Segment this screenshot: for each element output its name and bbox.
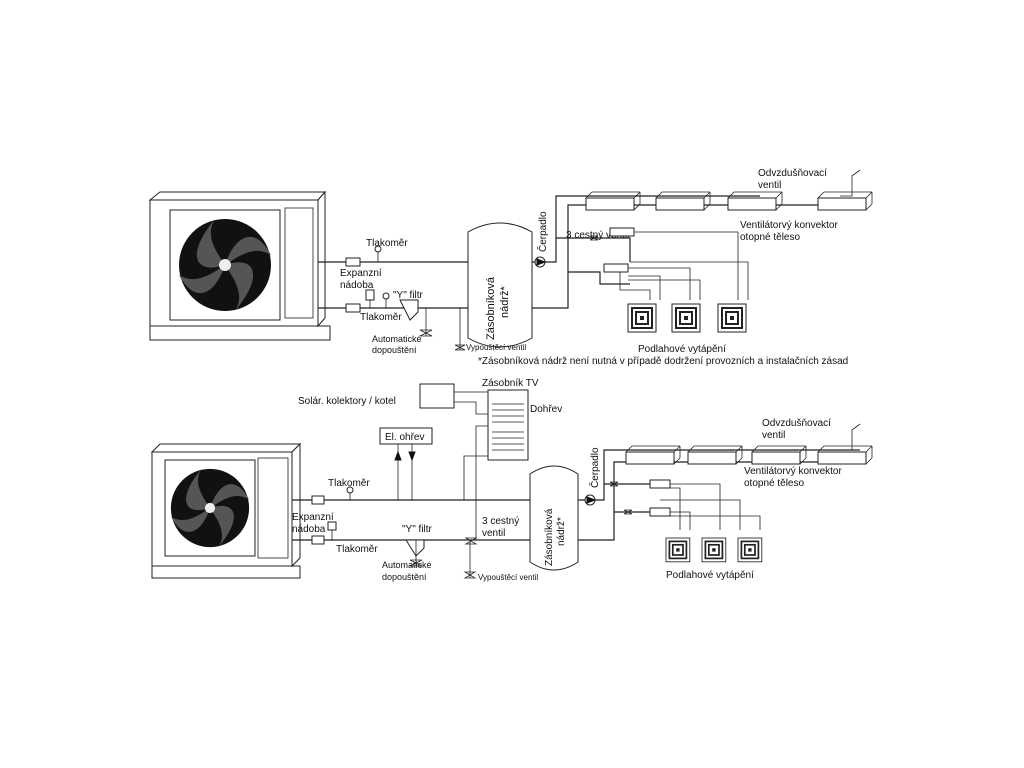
top-floor-panel-1: [627, 303, 657, 333]
top-three-way-valve-icon: [589, 235, 599, 241]
top-fancoil-1: [585, 191, 641, 211]
bottom-fill-valve-icon: [409, 559, 423, 567]
top-fancoil-2: [655, 191, 711, 211]
top-buffer-tank: Zásobníková nádrž*: [467, 222, 533, 348]
top-label-nadoba: nádoba: [340, 280, 374, 291]
bottom-fancoil-4: [817, 445, 873, 465]
bottom-floor-panel-1: [665, 537, 691, 563]
top-system: Tlakoměr Expanzní nádoba "Y" filtr Tlako…: [148, 168, 873, 367]
bottom-fancoil-2: [687, 445, 743, 465]
top-label-automaticke: Automatické: [372, 334, 422, 344]
bottom-solar-box: [419, 383, 455, 409]
top-label-ventilatorovy: Ventilátorvý konvektor: [740, 220, 838, 231]
top-tank-label-1: Zásobníková: [485, 276, 497, 340]
top-label-vypousteci: Vypouštěcí ventil: [466, 343, 526, 352]
top-y-filter-icon: [399, 299, 419, 321]
bottom-tank-label-1: Zásobníková: [544, 508, 555, 566]
bottom-floor-panel-2: [701, 537, 727, 563]
top-fancoil-4: [817, 191, 873, 211]
bottom-label-solar: Solár. kolektory / kotel: [298, 396, 396, 407]
top-label-tlakomer-1: Tlakoměr: [366, 238, 408, 249]
top-fan-icon: [179, 219, 271, 311]
bottom-label-tlakomer-2: Tlakoměr: [336, 544, 378, 555]
bottom-label-three-way-1: 3 cestný: [482, 516, 519, 527]
bottom-fancoil-3: [751, 445, 807, 465]
top-label-tlakomer-2: Tlakoměr: [360, 312, 402, 323]
top-floor-panel-3: [717, 303, 747, 333]
top-label-otopne: otopné těleso: [740, 232, 800, 243]
bottom-label-ventil: ventil: [762, 430, 785, 441]
bottom-el-ohrev-box: [379, 427, 433, 445]
bottom-label-three-way-2: ventil: [482, 528, 505, 539]
bottom-heat-pump-unit: [150, 442, 302, 579]
top-label-y-filtr: "Y" filtr: [393, 290, 424, 301]
bottom-label-otopne: otopné těleso: [744, 478, 804, 489]
bottom-buffer-tank: Zásobníková nádrž*: [529, 465, 579, 571]
bottom-system: Tlakoměr Expanzní nádoba Tlakoměr "Y" fi…: [150, 378, 873, 582]
top-tank-label-2: nádrž*: [499, 285, 511, 318]
bottom-label-vypousteci: Vypouštěcí ventil: [478, 573, 538, 582]
bottom-label-tlakomer-1: Tlakoměr: [328, 478, 370, 489]
top-label-expanzni: Expanzní: [340, 268, 382, 279]
bottom-y-filter-icon: [405, 539, 425, 557]
top-label-dopousteni: dopouštění: [372, 345, 417, 355]
bottom-label-ventilatorovy: Ventilátorvý konvektor: [744, 466, 842, 477]
bottom-label-cerpadlo: Čerpadlo: [588, 447, 601, 488]
top-fill-valve-icon: [419, 329, 433, 337]
bottom-floor-panel-3: [737, 537, 763, 563]
top-label-odvzdusnovaci: Odvzdušňovací: [758, 168, 827, 179]
bottom-label-automaticke: Automatické: [382, 560, 432, 570]
top-note: *Zásobníková nádrž není nutná v případě …: [478, 356, 848, 367]
bottom-label-el-ohrev: El. ohřev: [385, 432, 424, 443]
bottom-fan-icon: [170, 468, 250, 548]
bottom-fancoil-1: [625, 445, 681, 465]
top-fancoil-3: [727, 191, 783, 211]
bottom-label-podlahove: Podlahové vytápění: [666, 570, 754, 581]
bottom-tank-label-2: nádrž*: [556, 517, 567, 546]
top-label-cerpadlo: Čerpadlo: [536, 211, 549, 252]
bottom-label-zasobnik-tv: Zásobník TV: [482, 378, 539, 389]
top-heat-pump-unit: [148, 190, 331, 341]
top-label-ventil: ventil: [758, 180, 781, 191]
top-label-podlahove: Podlahové vytápění: [638, 344, 726, 355]
bottom-dhw-tank: [487, 389, 529, 461]
bottom-label-odvzdusnovaci: Odvzdušňovací: [762, 418, 831, 429]
bottom-label-dopousteni: dopouštění: [382, 572, 427, 582]
bottom-three-way-valve-icon: [464, 537, 478, 545]
bottom-label-y-filtr: "Y" filtr: [402, 524, 433, 535]
top-label-three-way: 3 cestný ventil: [566, 230, 629, 241]
bottom-label-nadoba: nádoba: [292, 524, 326, 535]
bottom-label-dohrev: Dohřev: [530, 404, 562, 415]
bottom-label-expanzni: Expanzní: [292, 512, 334, 523]
top-floor-panel-2: [671, 303, 701, 333]
